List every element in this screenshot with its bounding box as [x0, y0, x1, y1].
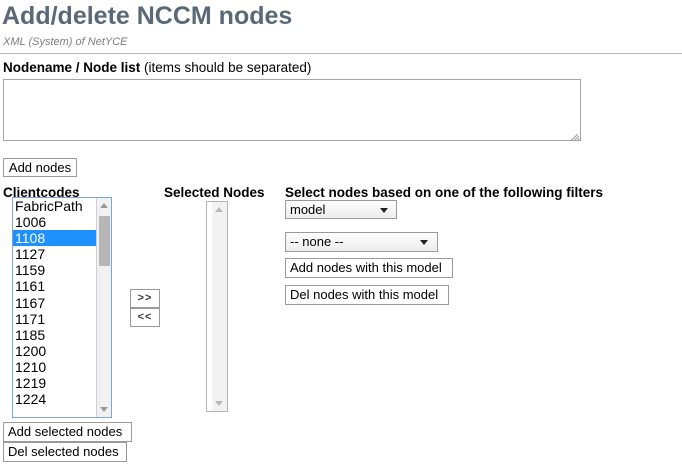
clientcodes-heading: Clientcodes — [3, 185, 80, 200]
chevron-down-icon — [380, 207, 388, 213]
move-left-button[interactable]: << — [130, 308, 160, 327]
filters-heading: Select nodes based on one of the followi… — [285, 185, 604, 200]
list-item[interactable]: 1219 — [15, 375, 47, 392]
list-item[interactable]: 1159 — [15, 262, 46, 279]
node-list-label: Nodename / Node list (items should be se… — [3, 60, 311, 75]
del-selected-nodes-button[interactable]: Del selected nodes — [3, 442, 127, 462]
filter-type-value: model — [290, 202, 326, 217]
add-nodes-button[interactable]: Add nodes — [3, 158, 77, 177]
chevron-down-icon — [420, 240, 428, 245]
node-list-label-note: (items should be separated) — [140, 60, 312, 75]
page-subtitle: XML (System) of NetYCE — [3, 36, 128, 48]
list-item[interactable]: 1210 — [15, 358, 47, 375]
move-right-button[interactable]: >> — [130, 289, 160, 308]
filter-value-value: -- none -- — [290, 234, 344, 249]
list-item[interactable]: 1185 — [15, 326, 46, 343]
list-item[interactable]: 1171 — [15, 310, 46, 327]
list-item[interactable]: 1200 — [15, 342, 47, 359]
selected-nodes-scrollbar[interactable] — [212, 202, 227, 411]
selected-nodes-heading: Selected Nodes — [164, 185, 265, 200]
selected-nodes-listbox[interactable] — [206, 201, 228, 412]
scroll-up-arrow-icon[interactable] — [97, 198, 111, 213]
list-item[interactable]: 1161 — [15, 278, 46, 295]
list-item[interactable]: FabricPath — [15, 198, 83, 214]
add-nodes-with-model-button[interactable]: Add nodes with this model — [285, 258, 453, 278]
scroll-down-arrow-icon[interactable] — [97, 402, 111, 417]
filter-value-select[interactable]: -- none -- — [285, 232, 438, 252]
list-item[interactable]: 1006 — [15, 214, 47, 231]
list-item[interactable]: 1224 — [15, 391, 47, 408]
del-nodes-with-model-button[interactable]: Del nodes with this model — [285, 285, 449, 305]
node-list-label-strong: Nodename / Node list — [3, 60, 141, 75]
page-title: Add/delete NCCM nodes — [2, 2, 293, 30]
scroll-down-arrow-icon[interactable] — [212, 396, 227, 411]
header-divider — [0, 53, 682, 54]
clientcodes-scrollbar[interactable] — [96, 198, 111, 417]
add-selected-nodes-button[interactable]: Add selected nodes — [3, 422, 132, 442]
scrollbar-thumb[interactable] — [99, 216, 110, 266]
scroll-up-arrow-icon[interactable] — [212, 202, 227, 217]
list-item[interactable]: 1127 — [15, 246, 46, 263]
filter-type-select[interactable]: model — [285, 200, 397, 219]
node-list-textarea[interactable] — [3, 79, 581, 141]
list-item[interactable]: 1108 — [13, 230, 96, 247]
list-item[interactable]: 1167 — [15, 294, 46, 311]
